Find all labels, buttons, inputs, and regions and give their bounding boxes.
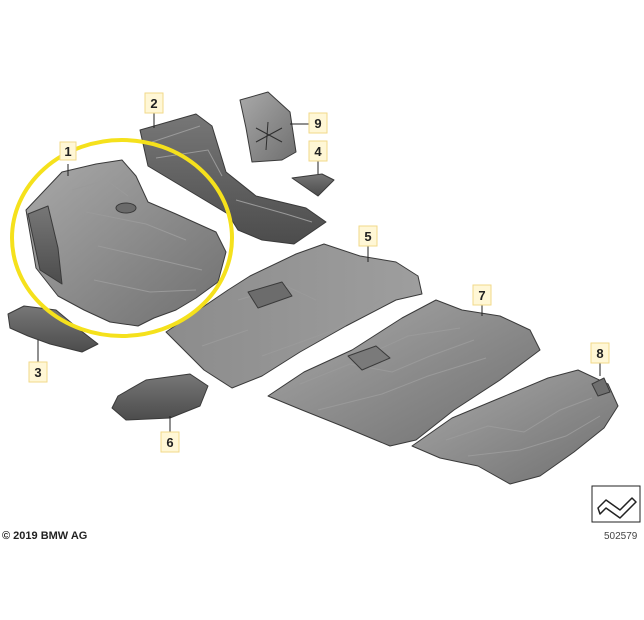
part-9-shape [239,91,297,163]
part-2-shape [139,113,327,245]
part-3-shape [7,305,99,353]
svg-text:5: 5 [364,229,371,244]
callout-1[interactable]: 1 [59,141,77,161]
orientation-arrow-icon [591,485,641,523]
svg-text:9: 9 [314,116,321,131]
part-1-shape [25,159,227,327]
svg-text:1: 1 [64,144,71,159]
svg-text:3: 3 [34,365,41,380]
highlight-ellipse [10,138,234,338]
callout-9[interactable]: 9 [308,112,328,134]
part-5-shape [165,243,423,389]
svg-text:7: 7 [478,288,485,303]
callout-6[interactable]: 6 [160,431,180,453]
callout-5[interactable]: 5 [358,225,378,247]
callout-4[interactable]: 4 [308,140,328,162]
svg-text:4: 4 [314,144,322,159]
part-4-shape [291,173,335,197]
copyright-text: © 2019 BMW AG [2,530,88,542]
callout-7[interactable]: 7 [472,284,492,306]
part-6-shape [111,373,209,421]
callout-2[interactable]: 2 [144,92,164,114]
svg-text:2: 2 [150,96,157,111]
diagram-reference-number: 502579 [604,531,638,542]
callout-3[interactable]: 3 [28,361,48,383]
svg-text:6: 6 [166,435,173,450]
callout-8[interactable]: 8 [590,342,610,364]
part-8-shape [411,369,619,485]
svg-text:8: 8 [596,346,603,361]
part-7-shape [267,299,541,447]
